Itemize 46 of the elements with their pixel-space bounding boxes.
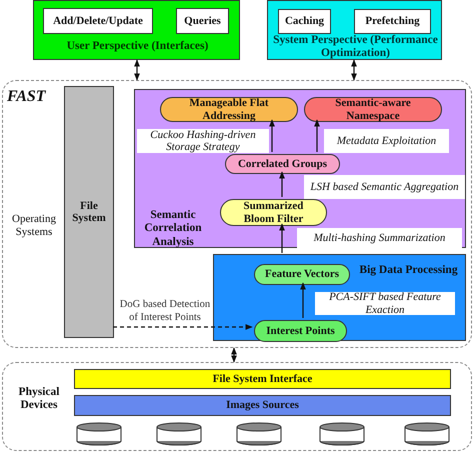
arrow <box>314 119 320 152</box>
dashed-container <box>2 80 472 348</box>
layer-bar: File System Interface <box>74 369 451 389</box>
layer-bar: Images Sources <box>74 395 451 416</box>
group-label: Semantic Correlation Analysis <box>143 210 203 248</box>
edge-label: DoG based Detection of Interest Points <box>118 299 212 324</box>
arrow <box>279 171 285 197</box>
rounded-node: Summarized Bloom Filter <box>220 199 327 226</box>
disk-cylinder <box>404 422 450 446</box>
panel <box>134 89 466 248</box>
rounded-node: Manageable Flat Addressing <box>160 97 298 122</box>
process-box: Queries <box>176 8 229 34</box>
process-box: Prefetching <box>354 9 431 34</box>
group-label: System Perspective (Performance Optimization) <box>272 34 439 60</box>
double-arrow <box>231 347 237 363</box>
group-label: Physical Devices <box>18 385 60 413</box>
annotation-box: Multi-hashing Summarization <box>297 228 462 248</box>
group-label: Operating Systems <box>11 213 57 239</box>
layer-bar: File System <box>64 86 114 338</box>
dashed-arrow <box>113 324 253 330</box>
panel <box>213 254 466 341</box>
rounded-node: Semantic-aware Namespace <box>304 97 442 122</box>
annotation-box: LSH based Semantic Aggregation <box>304 175 465 199</box>
group-label: Big Data Processing <box>358 263 459 278</box>
system-title: FAST <box>7 87 47 107</box>
arrow <box>269 119 275 152</box>
disk-cylinder <box>156 422 202 446</box>
disk-cylinder <box>236 422 282 446</box>
disk-cylinder <box>76 422 122 446</box>
group-label: User Perspective (Interfaces) <box>66 39 210 54</box>
double-arrow <box>351 59 357 81</box>
rounded-node: Interest Points <box>254 320 347 342</box>
arrow <box>300 282 306 318</box>
arrow <box>279 223 285 253</box>
process-box: Add/Delete/Update <box>43 8 153 34</box>
disk-cylinder <box>319 422 365 446</box>
annotation-box: Cuckoo Hashing-driven Storage Strategy <box>137 129 269 153</box>
panel <box>33 0 240 60</box>
annotation-box: PCA-SIFT based Feature Exaction <box>315 292 455 315</box>
panel <box>267 0 442 60</box>
rounded-node: Correlated Groups <box>225 154 340 174</box>
annotation-box: Metadata Exploitation <box>324 129 449 153</box>
double-arrow <box>134 59 140 81</box>
rounded-node: Feature Vectors <box>254 264 350 285</box>
dashed-container <box>2 362 472 451</box>
process-box: Caching <box>278 9 331 34</box>
